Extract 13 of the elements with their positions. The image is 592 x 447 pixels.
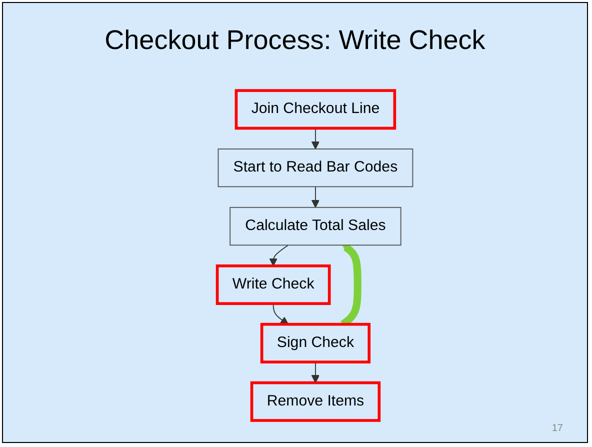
arrow: [269, 244, 289, 266]
arrow: [311, 362, 320, 384]
node-box: Write Check: [216, 264, 331, 305]
arrow: [272, 303, 289, 325]
node-box: Remove Items: [250, 381, 381, 422]
node-box: Join Checkout Line: [234, 89, 396, 130]
arrow: [311, 128, 320, 150]
page-number: 17: [552, 423, 563, 434]
arrow: [311, 186, 320, 208]
node-box: Sign Check: [260, 322, 371, 364]
node-box: Calculate Total Sales: [230, 206, 402, 246]
node-box: Start to Read Bar Codes: [218, 148, 414, 188]
slide-title: Checkout Process: Write Check: [104, 25, 486, 56]
